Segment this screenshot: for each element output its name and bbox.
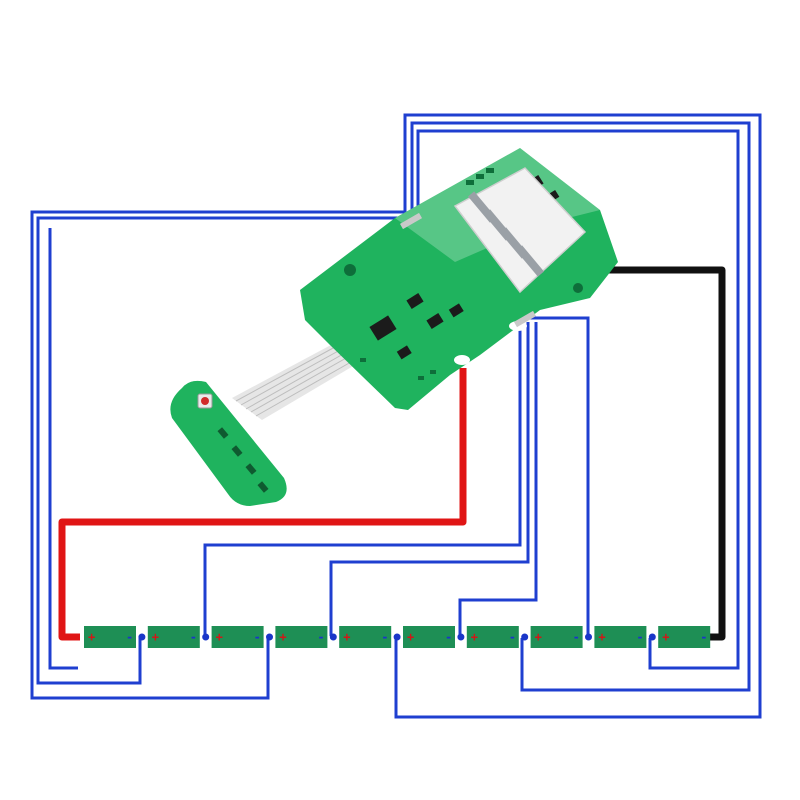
mount-hole	[454, 355, 470, 365]
cell-negative-terminal: -	[190, 630, 197, 644]
battery-cell: +-	[594, 626, 647, 648]
ribbon-cable-body	[232, 338, 360, 420]
battery-cell: +-	[466, 626, 519, 648]
battery-cell: +-	[403, 626, 455, 648]
negative-main-wire	[590, 266, 726, 641]
cell-junction	[202, 633, 210, 641]
balance-wires	[30, 113, 762, 719]
ic-chip-icon	[448, 303, 464, 318]
balance-wire-10	[48, 228, 78, 670]
battery-cell-body	[658, 626, 711, 648]
cell-junction	[457, 633, 465, 641]
cell-positive-terminal: +	[88, 630, 95, 644]
led-icon	[231, 445, 243, 457]
cell-junction	[329, 633, 337, 641]
bms-board	[300, 148, 618, 410]
cell-negative-terminal: -	[700, 630, 707, 644]
positive-main-wire	[58, 368, 467, 641]
battery-cell-body	[84, 626, 136, 648]
cell-negative-terminal: -	[636, 630, 643, 644]
mcu-chip-icon	[369, 315, 397, 341]
battery-cell-body	[594, 626, 647, 648]
cell-junction	[648, 633, 656, 641]
cell-positive-terminal: +	[343, 630, 350, 644]
balance-wire-9	[530, 316, 590, 636]
cell-positive-terminal: +	[662, 630, 669, 644]
cell-negative-terminal: -	[317, 630, 324, 644]
cell-positive-terminal: +	[535, 630, 542, 644]
balance-wire-3	[394, 113, 762, 719]
cell-junction	[393, 633, 401, 641]
cell-positive-terminal: +	[216, 630, 223, 644]
balance-wire-7	[329, 322, 530, 636]
battery-cell-body	[403, 626, 455, 648]
battery-cell: +-	[275, 626, 328, 648]
balance-wire-6	[203, 322, 522, 636]
cell-negative-terminal: -	[126, 630, 133, 644]
balance-wire-4	[410, 121, 751, 692]
ribbon-cable	[232, 338, 360, 420]
battery-cell-body	[339, 626, 392, 648]
battery-cell: +-	[658, 626, 711, 648]
battery-cell: +-	[147, 626, 200, 648]
battery-cell-body	[275, 626, 328, 648]
cell-negative-terminal: -	[573, 630, 580, 644]
ic-chip-icon	[396, 345, 412, 360]
cell-junction	[585, 633, 592, 641]
cell-junction	[138, 633, 146, 641]
cell-pack: +-+-+-+-+-+-+-+-+-+-	[84, 626, 711, 648]
battery-cell-body	[530, 626, 583, 648]
led-icon	[257, 481, 269, 493]
mosfet-chip-icon	[406, 293, 424, 309]
cell-negative-terminal: -	[381, 630, 388, 644]
led-icon	[217, 427, 229, 439]
cell-junction	[266, 633, 273, 641]
cell-negative-terminal: -	[509, 630, 516, 644]
led-indicator-board	[170, 380, 287, 506]
battery-cell-body	[466, 626, 519, 648]
cell-positive-terminal: +	[152, 630, 159, 644]
battery-cell: +-	[211, 626, 264, 648]
battery-cell-body	[147, 626, 200, 648]
mosfet-chip-icon	[426, 313, 444, 329]
cell-positive-terminal: +	[471, 630, 478, 644]
cell-positive-terminal: +	[279, 630, 286, 644]
cell-negative-terminal: -	[254, 630, 261, 644]
terminal-block-body	[453, 167, 587, 294]
cell-negative-terminal: -	[445, 630, 452, 644]
cell-positive-terminal: +	[598, 630, 605, 644]
battery-cell: +-	[530, 626, 583, 648]
balance-wire-8	[458, 322, 538, 636]
balance-wire-5	[416, 129, 740, 670]
battery-terminal-block	[453, 167, 587, 294]
led-board-outline	[170, 380, 287, 506]
push-button-cap-icon	[201, 397, 209, 405]
terminal-contact-icon	[516, 245, 544, 277]
cell-junction	[521, 633, 529, 641]
led-icon	[245, 463, 257, 475]
battery-cell: +-	[339, 626, 392, 648]
battery-cell: +-	[84, 626, 136, 648]
battery-cell-body	[211, 626, 264, 648]
cell-positive-terminal: +	[407, 630, 414, 644]
